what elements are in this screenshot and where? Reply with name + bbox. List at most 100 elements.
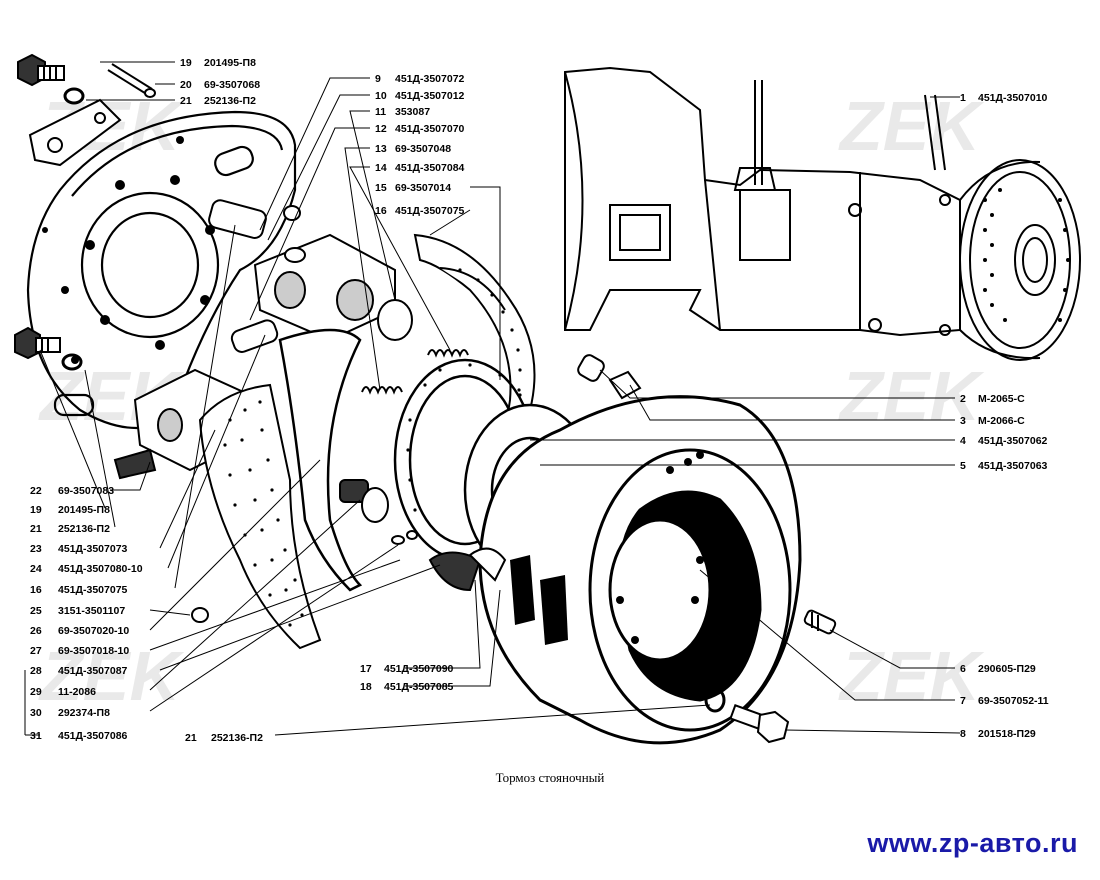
part-number: 31 xyxy=(30,730,42,742)
drum-dots xyxy=(983,188,1070,322)
bolt-8 xyxy=(729,704,790,744)
part-number: 29 xyxy=(30,686,42,698)
part-code: 3151-3501107 xyxy=(58,605,125,617)
part-number: 19 xyxy=(180,57,192,69)
part-code: 451Д-3507010 xyxy=(978,92,1048,104)
cap-11 xyxy=(377,299,413,341)
part-number: 7 xyxy=(960,695,966,707)
nipple-25 xyxy=(191,607,209,623)
part-code: 451Д-3507012 xyxy=(395,90,465,102)
washer-30 xyxy=(391,535,405,545)
part-number: 12 xyxy=(375,123,387,135)
part-number: 16 xyxy=(375,205,387,217)
part-number: 21 xyxy=(30,523,42,535)
spring-14 xyxy=(427,349,469,358)
part-number: 6 xyxy=(960,663,966,675)
part-code: 201495-П8 xyxy=(204,57,256,69)
part-number: 10 xyxy=(375,90,387,102)
part-number: 19 xyxy=(30,504,42,516)
part-code: М-2066-С xyxy=(978,415,1025,427)
part-code: 451Д-3507084 xyxy=(395,162,465,174)
part-number: 13 xyxy=(375,143,387,155)
part-code: 451Д-3507090 xyxy=(384,663,454,675)
part-number: 5 xyxy=(960,460,966,472)
plate-3 xyxy=(608,370,642,400)
part-number: 25 xyxy=(30,605,42,617)
part-code: М-2065-С xyxy=(978,393,1025,405)
part-code: 451Д-3507080-10 xyxy=(58,563,143,575)
watermark: ZEK xyxy=(38,637,184,715)
washer-7 xyxy=(704,687,726,713)
spring-13 xyxy=(361,386,403,395)
part-code: 292374-П8 xyxy=(58,707,110,719)
screw-6 xyxy=(803,609,837,635)
part-code: 451Д-3507070 xyxy=(395,123,465,135)
adjuster-assembly xyxy=(339,479,507,592)
part-code: 69-3507020-10 xyxy=(58,625,129,637)
lining-left-perforation xyxy=(223,400,304,627)
part-number: 21 xyxy=(185,732,197,744)
watermark: ZEK xyxy=(838,637,984,715)
part-code: 451Д-3507075 xyxy=(395,205,465,217)
part-code: 69-3507014 xyxy=(395,182,451,194)
part-code: 201518-П29 xyxy=(978,728,1036,740)
gasket xyxy=(28,98,122,167)
brake-drum xyxy=(478,395,802,745)
backing-plate-holes xyxy=(42,136,244,364)
part-code: 451Д-3507073 xyxy=(58,543,128,555)
diagram-caption: Тормоз стояночный xyxy=(495,770,605,785)
washer-21-top xyxy=(63,87,85,105)
site-url[interactable]: www.zp-авто.ru xyxy=(867,828,1078,858)
part-code: 353087 xyxy=(395,106,430,118)
drum-holes xyxy=(616,451,704,644)
part-code: 451Д-3507087 xyxy=(58,665,128,677)
watermark-layer: ZEK ZEK ZEK ZEK ZEK ZEK xyxy=(38,87,984,715)
part-code: 252136-П2 xyxy=(204,95,256,107)
part-code: 69-3507018-10 xyxy=(58,645,129,657)
part-number: 2 xyxy=(960,393,966,405)
part-code: 69-3507052-11 xyxy=(978,695,1049,707)
part-code: 69-3507083 xyxy=(58,485,114,497)
pin-20 xyxy=(107,63,156,98)
part-code: 451Д-3507075 xyxy=(58,584,128,596)
part-number: 17 xyxy=(360,663,372,675)
part-code: 451Д-3507085 xyxy=(384,681,454,693)
part-number: 28 xyxy=(30,665,42,677)
part-number: 30 xyxy=(30,707,42,719)
part-number: 11 xyxy=(375,106,386,118)
part-code: 69-3507048 xyxy=(395,143,451,155)
washer-29 xyxy=(406,530,418,540)
part-number: 15 xyxy=(375,182,387,194)
part-number: 18 xyxy=(360,681,372,693)
watermark: ZEK xyxy=(838,357,984,435)
part-code: 451Д-3507072 xyxy=(395,73,465,85)
expander-upper xyxy=(253,233,396,342)
brake-lining-left xyxy=(198,383,322,650)
adjuster-pin-lower xyxy=(230,319,279,353)
drum-bands xyxy=(510,555,568,645)
part-code: 451Д-3507063 xyxy=(978,460,1048,472)
bolt-19-left xyxy=(14,326,61,360)
axle-housing-assembly xyxy=(564,66,1081,361)
part-number: 27 xyxy=(30,645,42,657)
part-code: 69-3507068 xyxy=(204,79,260,91)
part-number: 22 xyxy=(30,485,42,497)
part-number: 3 xyxy=(960,415,966,427)
part-code: 252136-П2 xyxy=(211,732,263,744)
part-number: 24 xyxy=(30,563,42,575)
spring-clip-2 xyxy=(577,354,605,382)
part-code: 252136-П2 xyxy=(58,523,110,535)
part-number: 16 xyxy=(30,584,42,596)
backing-plate xyxy=(26,110,297,430)
part-code: 451Д-3507062 xyxy=(978,435,1048,447)
part-code: 290605-П29 xyxy=(978,663,1036,675)
part-code: 201495-П8 xyxy=(58,504,110,516)
part-number: 4 xyxy=(960,435,966,447)
part-number: 9 xyxy=(375,73,381,85)
part-number: 21 xyxy=(180,95,192,107)
part-code: 451Д-3507086 xyxy=(58,730,128,742)
washer-21-left xyxy=(61,353,83,371)
plug-22 xyxy=(113,448,157,480)
